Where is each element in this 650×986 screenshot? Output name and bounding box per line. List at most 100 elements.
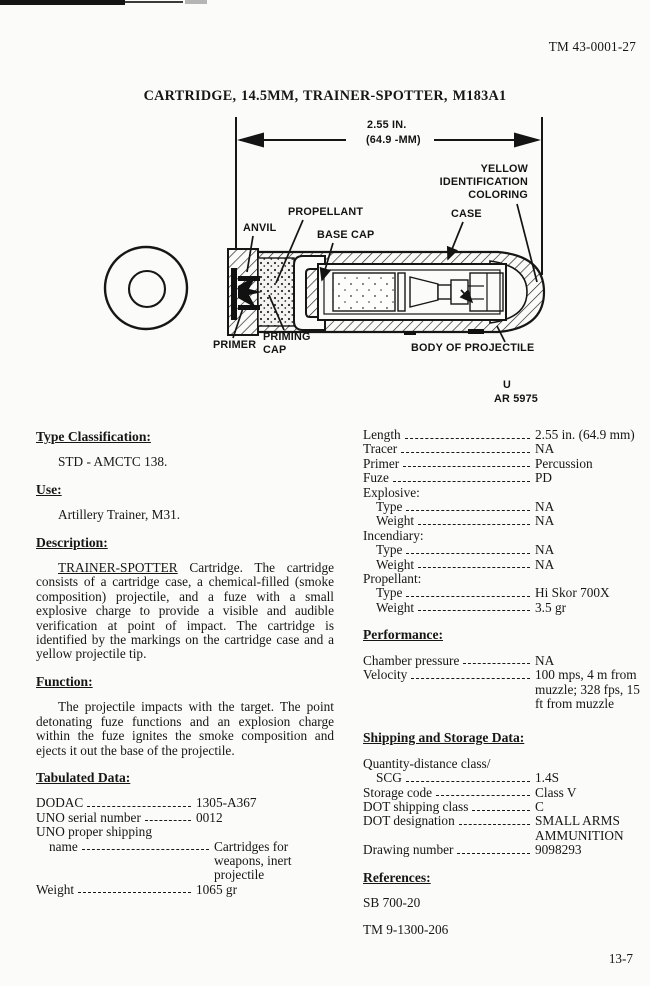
dotted-leader [418, 558, 530, 569]
table-row: Quantity-distance class/ [363, 755, 491, 771]
case-leader [446, 221, 464, 261]
heading-function: Function: [36, 673, 93, 689]
description-lead: TRAINER-SPOTTER [58, 560, 178, 576]
label-case: CASE [451, 208, 482, 220]
end-view-circle [103, 245, 189, 331]
label-priming: PRIMING [263, 331, 311, 343]
heading-type-classification: Type Classification: [36, 429, 151, 444]
table-row: Fuze PD [363, 470, 552, 486]
table-row: Drawing number 9098293 [363, 842, 582, 858]
table-row: Tracer NA [363, 441, 555, 457]
right-column: Length 2.55 in. (64.9 mm) Tracer NA Prim… [363, 427, 648, 951]
table-row: Type NA [376, 499, 555, 515]
type-classification-body: STD - AMCTC 138. [58, 454, 168, 470]
dotted-leader [406, 586, 530, 598]
document-number: TM 43-0001-27 [548, 39, 636, 54]
table-row: UNO serial number 0012 [36, 809, 223, 825]
dotted-leader [458, 814, 530, 825]
cartridge-diagram [103, 117, 546, 343]
table-row: Chamber pressure NA [363, 652, 555, 668]
base-cap-leader [319, 242, 334, 282]
internal-arrow [459, 289, 474, 304]
table-row: Weight NA [376, 556, 555, 572]
anvil-leader [246, 235, 254, 273]
heading-shipping-storage: Shipping and Storage Data: [363, 730, 525, 746]
dotted-leader [406, 543, 530, 554]
dotted-leader [403, 457, 530, 468]
dotted-leader [87, 796, 191, 807]
reference-item: TM 9-1300-206 [363, 922, 449, 938]
description-body: TRAINER-SPOTTER Cartridge. The cartridge… [36, 560, 334, 662]
body-leader [496, 325, 506, 343]
dimension-lines [235, 117, 543, 275]
smoke-composition [332, 272, 396, 312]
left-column: Type Classification: STD - AMCTC 138. Us… [36, 429, 334, 897]
table-row: Type Hi Skor 700X [376, 585, 610, 601]
primer-leader [232, 307, 244, 339]
propellant-leader [275, 219, 304, 284]
label-body-of-projectile: BODY OF PROJECTILE [411, 342, 535, 354]
dotted-leader [436, 786, 530, 797]
dotted-leader [81, 840, 209, 851]
table-row: Incendiary: [363, 527, 424, 543]
label-primer: PRIMER [213, 339, 257, 351]
table-row: Velocity 100 mps, 4 m from muzzle; 328 f… [363, 667, 640, 711]
dotted-leader [463, 654, 530, 665]
table-row: Weight 3.5 gr [376, 599, 567, 615]
yellow-coloring-leader [516, 203, 538, 283]
heading-tabulated-data: Tabulated Data: [36, 769, 131, 785]
heading-use: Use: [36, 481, 62, 497]
scan-artifact-smudge [185, 0, 207, 4]
dotted-leader [472, 800, 530, 811]
dimension-label-mm: (64.9 -MM) [366, 134, 421, 146]
cartridge-figure: 2.55 IN. (64.9 -MM) YELLOW IDENTIFICATIO… [0, 100, 650, 430]
page-title: CARTRIDGE, 14.5MM, TRAINER-SPOTTER, M183… [143, 88, 507, 104]
dotted-leader [404, 428, 530, 439]
label-yellow-identification-coloring: YELLOW IDENTIFICATION COLORING [439, 163, 528, 201]
table-row: DOT shipping class C [363, 798, 544, 814]
function-body: The projectile impacts with the target. … [36, 699, 334, 758]
heading-references: References: [363, 869, 431, 885]
table-row: Explosive: [363, 484, 420, 500]
dotted-leader [418, 514, 530, 525]
propellant-area [257, 257, 295, 327]
dotted-leader [401, 442, 530, 453]
reference-item: SB 700-20 [363, 894, 421, 910]
figure-mark-u: U [503, 379, 511, 391]
table-row: DOT designation SMALL ARMS AMMUNITION [363, 813, 624, 843]
dimension-label-in: 2.55 IN. [367, 119, 407, 131]
scan-artifact-line [125, 1, 183, 3]
table-row: Propellant: [363, 571, 422, 587]
table-row: DODAC 1305-A367 [36, 795, 257, 811]
priming-cap-leader [268, 294, 285, 331]
table-row: Weight NA [376, 513, 555, 529]
table-row: Weight 1065 gr [36, 881, 237, 897]
table-row: Storage code Class V [363, 784, 577, 800]
dotted-leader [418, 601, 530, 612]
table-row: name Cartridges for weapons, inert proje… [49, 838, 292, 883]
label-propellant: PROPELLANT [288, 206, 364, 218]
figure-ref-ar5975: AR 5975 [494, 393, 539, 405]
table-row: Length 2.55 in. (64.9 mm) [363, 427, 635, 442]
table-row: SCG 1.4S [376, 770, 560, 786]
page-number: 13-7 [608, 951, 633, 966]
fuze-cone [409, 276, 439, 308]
dotted-leader [406, 500, 530, 511]
dotted-leader [457, 843, 530, 854]
cartridge-cross-section [227, 248, 546, 336]
table-row: UNO proper shipping [36, 824, 152, 840]
dotted-leader [78, 883, 191, 894]
leader-lines [232, 203, 538, 343]
dotted-leader [405, 771, 530, 782]
table-row: Primer Percussion [363, 455, 593, 471]
dotted-leader [411, 668, 530, 679]
dotted-leader [144, 811, 191, 822]
primer-anvil-parts [231, 268, 262, 320]
use-body: Artillery Trainer, M31. [58, 507, 181, 523]
label-priming-cap: CAP [263, 344, 287, 356]
label-anvil: ANVIL [243, 222, 277, 234]
heading-performance: Performance: [363, 627, 444, 643]
table-row: Type NA [376, 542, 555, 558]
heading-description: Description: [36, 534, 108, 550]
